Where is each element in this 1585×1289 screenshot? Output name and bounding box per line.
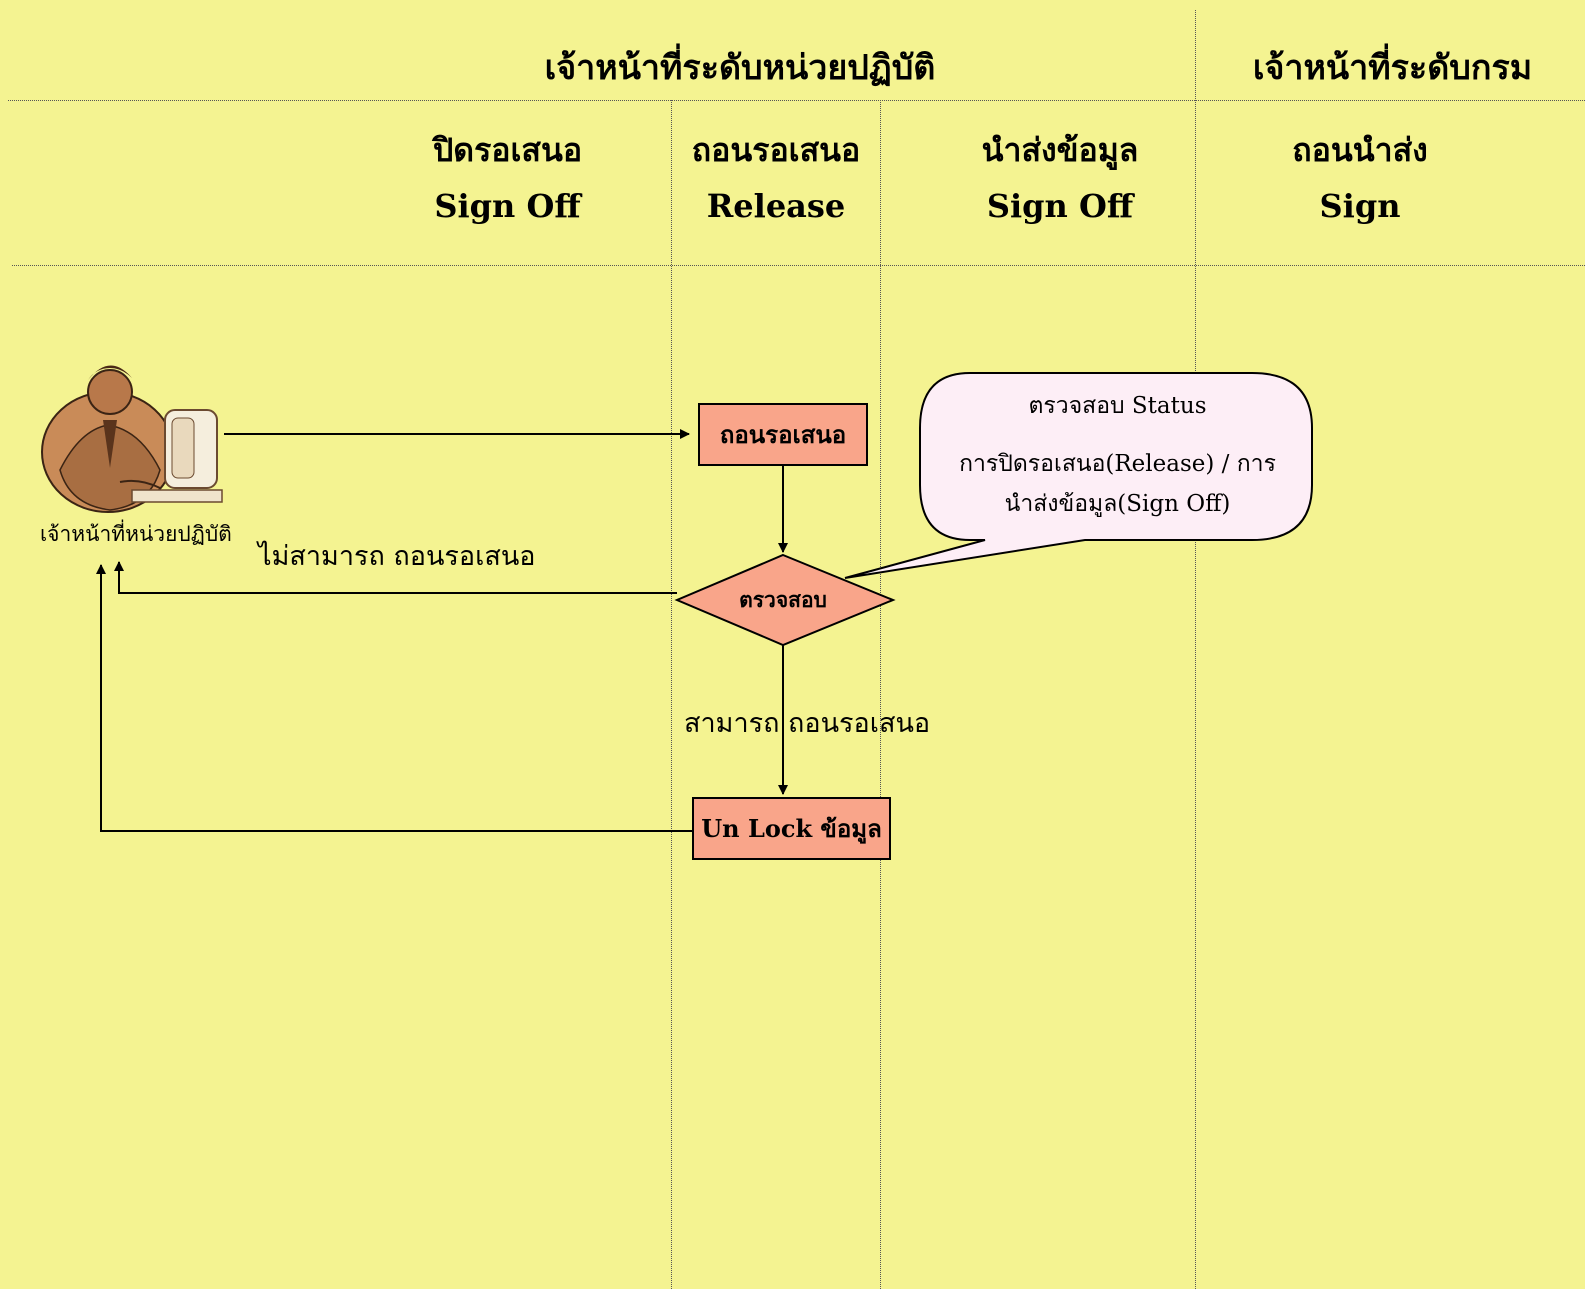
column-header-submit-th: นำส่งข้อมูล [981, 131, 1139, 169]
column-header-submit-en: Sign Off [986, 187, 1134, 225]
callout-bubble [844, 372, 1313, 579]
check-diamond [674, 553, 896, 647]
column-header-signoff-en: Sign Off [434, 187, 581, 225]
column-header-release-en: Release [706, 187, 846, 225]
column-header-release: ถอนรอเสนอ Release [672, 122, 880, 234]
group-header-dept: เจ้าหน้าที่ระดับกรม [1252, 48, 1533, 88]
edge-label-cannot: ไม่สามารถ ถอนรอเสนอ [258, 541, 536, 572]
actor-label: เจ้าหน้าที่หน่วยปฏิบัติ [40, 522, 232, 546]
header-divider-top [8, 100, 1585, 101]
withdraw-node[interactable]: ถอนรอเสนอ [698, 403, 868, 466]
lane-divider-2 [880, 100, 881, 1289]
edge-label-can: สามารถ ถอนรอเสนอ [684, 708, 931, 739]
arrow-check-to-actor [114, 561, 677, 594]
officer-at-computer-icon [41, 365, 223, 513]
column-header-release-th: ถอนรอเสนอ [691, 131, 861, 169]
column-header-signoff: ปิดรอเสนอ Sign Off [400, 122, 615, 234]
column-header-sign-th: ถอนนำส่ง [1292, 131, 1428, 169]
group-header-unit: เจ้าหน้าที่ระดับหน่วยปฏิบัติ [544, 48, 936, 88]
column-header-submit: นำส่งข้อมูล Sign Off [940, 122, 1180, 234]
header-divider-bottom [12, 265, 1585, 266]
unlock-node[interactable]: Un Lock ข้อมูล [692, 797, 891, 860]
lane-divider-3 [1195, 10, 1196, 1289]
arrow-unlock-to-actor [96, 564, 692, 832]
callout-line-1: ตรวจสอบ Status [1028, 393, 1207, 419]
lane-divider-1 [671, 100, 672, 1289]
check-node-label[interactable]: ตรวจสอบ [739, 587, 827, 612]
callout-line-3: นำส่งข้อมูล(Sign Off) [1004, 491, 1231, 517]
column-header-signoff-th: ปิดรอเสนอ [432, 131, 583, 169]
column-header-sign-en: Sign [1319, 187, 1401, 225]
column-header-sign: ถอนนำส่ง Sign [1250, 122, 1470, 234]
callout-text: ตรวจสอบ Status การปิดรอเสนอ(Release) / ก… [925, 386, 1310, 524]
callout-line-2: การปิดรอเสนอ(Release) / การ [959, 451, 1276, 477]
